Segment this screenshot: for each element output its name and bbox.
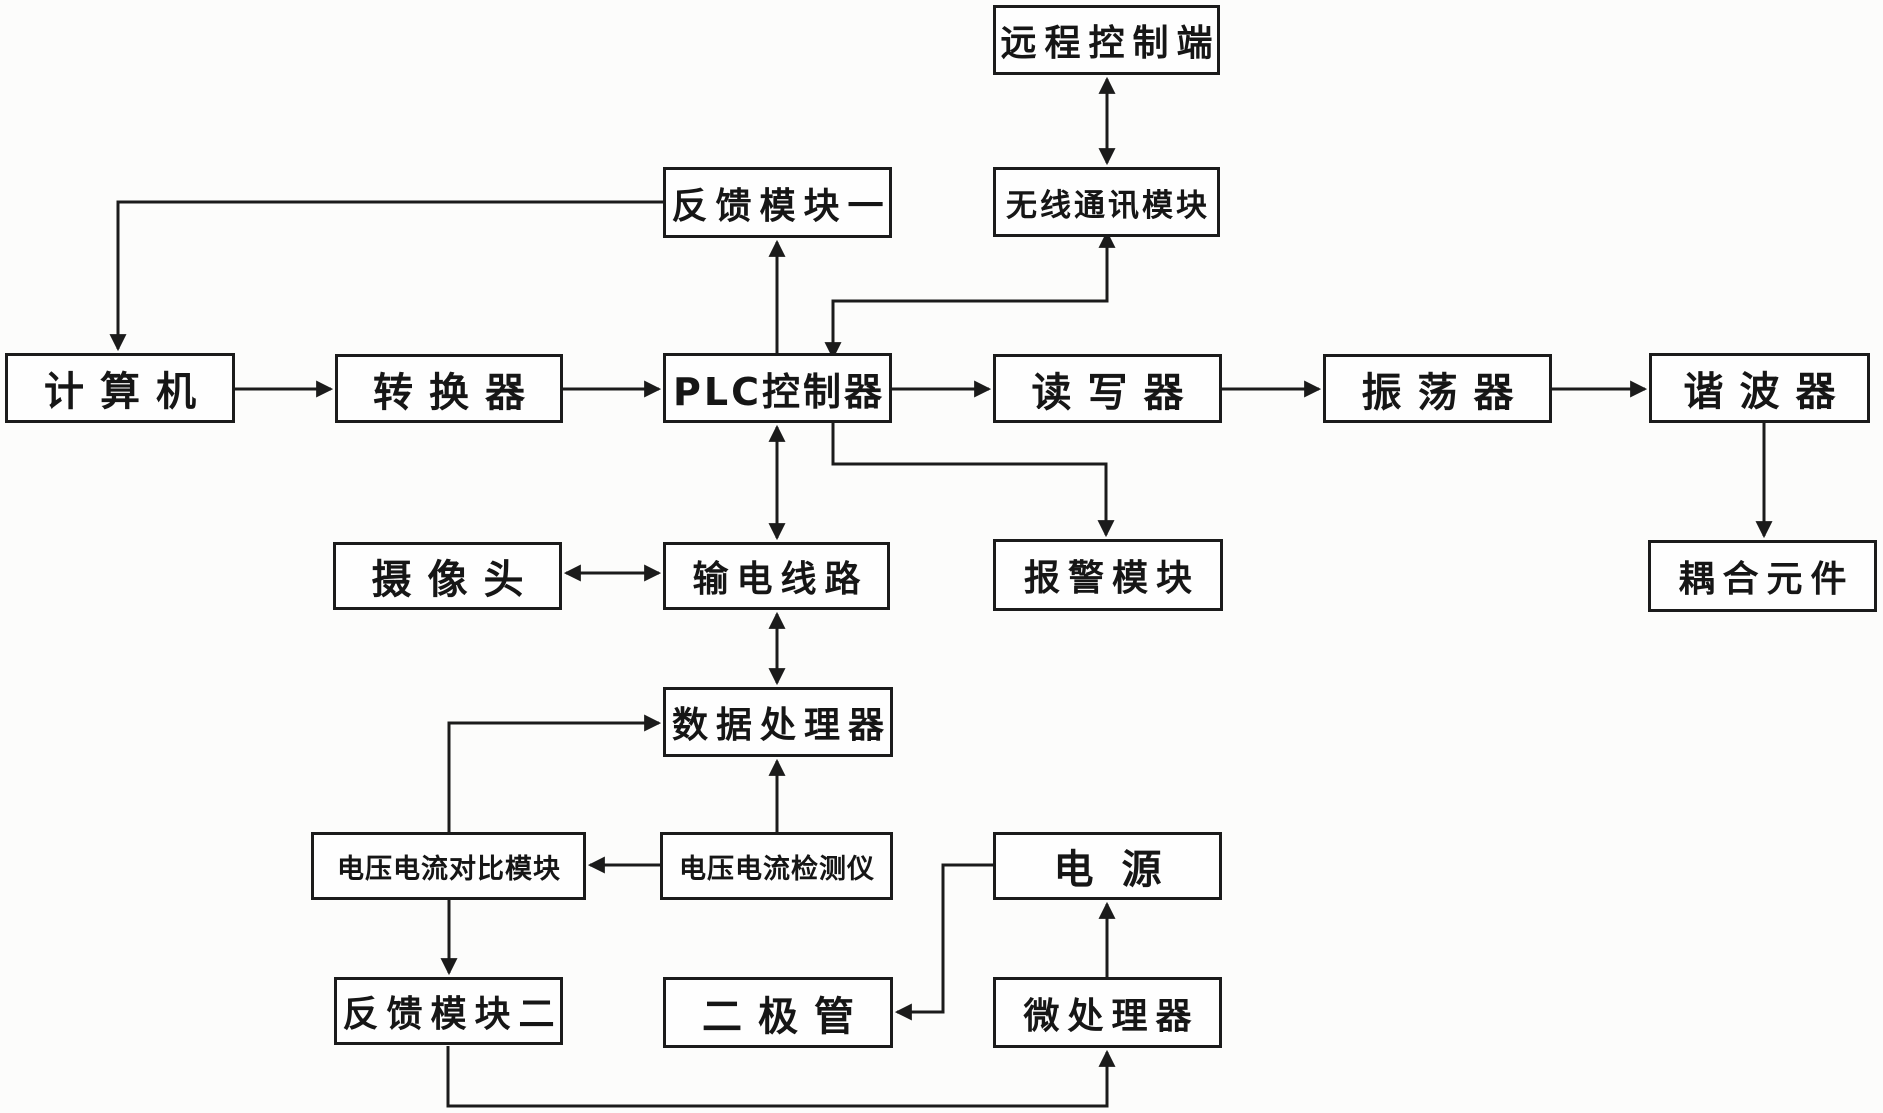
- node-voltage-current-compare-module: 电压电流对比模块: [311, 832, 586, 900]
- node-alarm-module: 报警模块: [993, 539, 1223, 611]
- node-plc-controller: PLC控制器: [663, 353, 892, 423]
- edge-feedback2-microprocessor: [446, 1046, 1116, 1108]
- node-remote-control-terminal: 远程控制端: [993, 5, 1220, 75]
- node-feedback-module-1: 反馈模块一: [663, 167, 892, 238]
- node-data-processor: 数据处理器: [663, 687, 893, 757]
- edge-feedback1-computer: [109, 200, 663, 352]
- node-coupling-element: 耦合元件: [1648, 540, 1877, 612]
- edge-power-diode: [894, 863, 993, 1021]
- node-reader-writer: 读写器: [993, 354, 1222, 423]
- node-feedback-module-2: 反馈模块二: [334, 977, 563, 1045]
- edge-vicompare-dataprocessor: [447, 714, 662, 832]
- node-transmission-line: 输电线路: [663, 542, 890, 610]
- node-computer: 计算机: [5, 353, 235, 423]
- node-diode: 二极管: [663, 977, 893, 1048]
- node-voltage-current-detector: 电压电流检测仪: [660, 832, 893, 900]
- node-harmonic-device: 谐波器: [1649, 353, 1870, 423]
- edge-plc-wireless: [824, 230, 1116, 360]
- node-power-supply: 电源: [993, 832, 1222, 900]
- node-converter: 转换器: [335, 354, 563, 423]
- node-microprocessor: 微处理器: [993, 977, 1222, 1048]
- node-wireless-comm-module: 无线通讯模块: [993, 167, 1220, 237]
- edge-plc-alarm: [831, 423, 1115, 538]
- node-oscillator: 振荡器: [1323, 354, 1552, 423]
- node-camera: 摄像头: [333, 542, 562, 610]
